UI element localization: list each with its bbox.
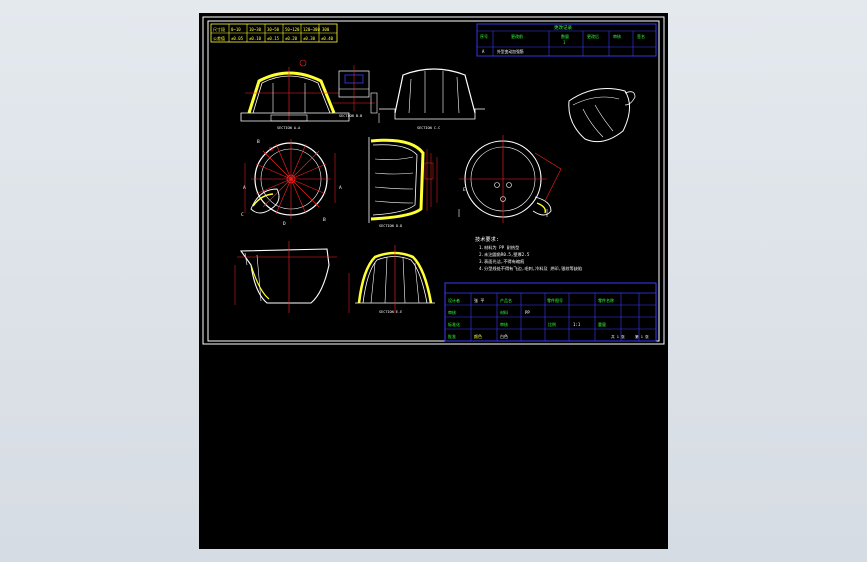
tb-r1-c4: 零件图号	[547, 297, 563, 303]
detail-view: SECTION B-B	[333, 65, 378, 118]
rev-header-4: 审核	[613, 33, 621, 39]
section-label-c: SECTION C-C	[417, 126, 440, 130]
tb-r3-c2: 审核	[500, 321, 508, 327]
view-letter-a2: A	[339, 185, 342, 191]
tol-value-3: ±0.15	[267, 36, 280, 41]
section-label-a: SECTION A-A	[277, 126, 301, 130]
bottom-profile-left	[234, 241, 337, 313]
tb-r2-c3: PP	[525, 310, 530, 315]
rev-row-2: 1	[563, 40, 566, 45]
rev-row-1: 外型变动加强筋	[497, 49, 524, 54]
tb-r3-c6: 重量	[598, 321, 606, 327]
tol-value-1: ±0.05	[231, 36, 244, 41]
rev-header-5: 签名	[637, 33, 645, 39]
rev-row-0: A	[482, 49, 485, 54]
tb-r3-c5: 1:1	[573, 322, 581, 327]
tolerance-table: 尺寸段 0~10 10~30 30~50 50~120 120~300 300 …	[210, 23, 338, 43]
tb-r4-c0: 批准	[448, 333, 456, 339]
isometric-view	[568, 88, 636, 143]
tb-r4-c6: 共 1 张	[611, 334, 625, 339]
rev-header-1: 更改前	[511, 33, 523, 39]
rev-header-0: 序号	[480, 33, 488, 39]
cad-drawing: 尺寸段 0~10 10~30 30~50 50~120 120~300 300 …	[202, 16, 665, 345]
notes-heading: 技术要求:	[475, 235, 499, 243]
tol-value-4: ±0.20	[285, 36, 298, 41]
revision-title: 更改记录	[554, 24, 572, 31]
tb-r3-c0: 标准化	[448, 321, 460, 327]
tb-r1-c6: 零件名称	[598, 297, 614, 303]
outer-frame	[202, 16, 665, 345]
tb-r4-c2: 白色	[500, 333, 508, 339]
tol-header-2: 10~30	[249, 27, 262, 32]
note-line-3: 3.表面光洁,不得有缩痕	[479, 258, 525, 265]
tb-r1-c0: 设计者	[448, 297, 460, 303]
section-label-d: SECTION D-D	[379, 224, 402, 228]
tol-header-3: 30~50	[267, 27, 280, 32]
tol-value-5: ±0.30	[303, 36, 316, 41]
tb-r4-c1: 颜色	[474, 333, 482, 339]
tol-header-1: 0~10	[231, 27, 241, 32]
tol-header-0: 尺寸段	[213, 26, 225, 32]
view-letter-c: C	[241, 212, 244, 218]
tol-header-4: 50~120	[285, 27, 300, 32]
tb-r2-c0: 审核	[448, 309, 456, 315]
view-letter-b1: B	[257, 139, 260, 145]
plan-view-left: A A B B C D	[241, 139, 342, 227]
title-block: 设计者 张 平 产品名 零件图号 零件名称 审核 材料 PP 标准化 审核 比例…	[444, 282, 657, 342]
section-view-e: SECTION E-E	[348, 245, 435, 314]
tol-value-2: ±0.10	[249, 36, 262, 41]
note-line-2: 2.未注圆角R0.5,壁厚2.5	[479, 251, 530, 258]
note-line-4: 4.分型线处不得有飞边,毛刺,冷料及 烘印,银纹等缺陷	[479, 265, 582, 272]
tol-value-0: 公差值	[213, 35, 225, 41]
view-letter-e: E	[463, 187, 466, 193]
section-view-a: SECTION A-A	[240, 59, 350, 130]
rev-header-2: 数量	[561, 33, 569, 39]
section-view-d: SECTION D-D	[368, 137, 438, 228]
tb-r2-c2: 材料	[500, 309, 508, 315]
tb-r3-c4: 比例	[548, 321, 556, 327]
revision-table: 更改记录 序号 更改前 数量 更改后 审核 签名 A 外型变动加强筋 1	[476, 23, 657, 57]
tol-value-6: ±0.40	[321, 36, 334, 41]
tol-header-6: 300	[322, 27, 330, 32]
tb-r4-c7: 第 1 张	[635, 334, 649, 339]
section-label-b: SECTION B-B	[339, 114, 362, 118]
tb-r1-c1: 张 平	[474, 297, 484, 303]
note-line-1: 1.材料为 PP 耐热型	[479, 244, 519, 251]
drawing-sheet[interactable]: 尺寸段 0~10 10~30 30~50 50~120 120~300 300 …	[199, 13, 668, 549]
view-letter-d: D	[283, 221, 286, 227]
tb-r1-c2: 产品名	[500, 297, 512, 303]
technical-notes: 技术要求: 1.材料为 PP 耐热型 2.未注圆角R0.5,壁厚2.5 3.表面…	[475, 235, 582, 272]
inner-frame	[207, 20, 660, 342]
side-view: SECTION C-C	[378, 68, 485, 130]
view-letter-a1: A	[243, 185, 246, 191]
rev-header-3: 更改后	[587, 33, 599, 39]
tol-header-5: 120~300	[303, 27, 320, 32]
view-letter-b2: B	[323, 217, 326, 223]
section-label-e: SECTION E-E	[379, 310, 402, 314]
plan-view-right: E	[458, 135, 562, 223]
